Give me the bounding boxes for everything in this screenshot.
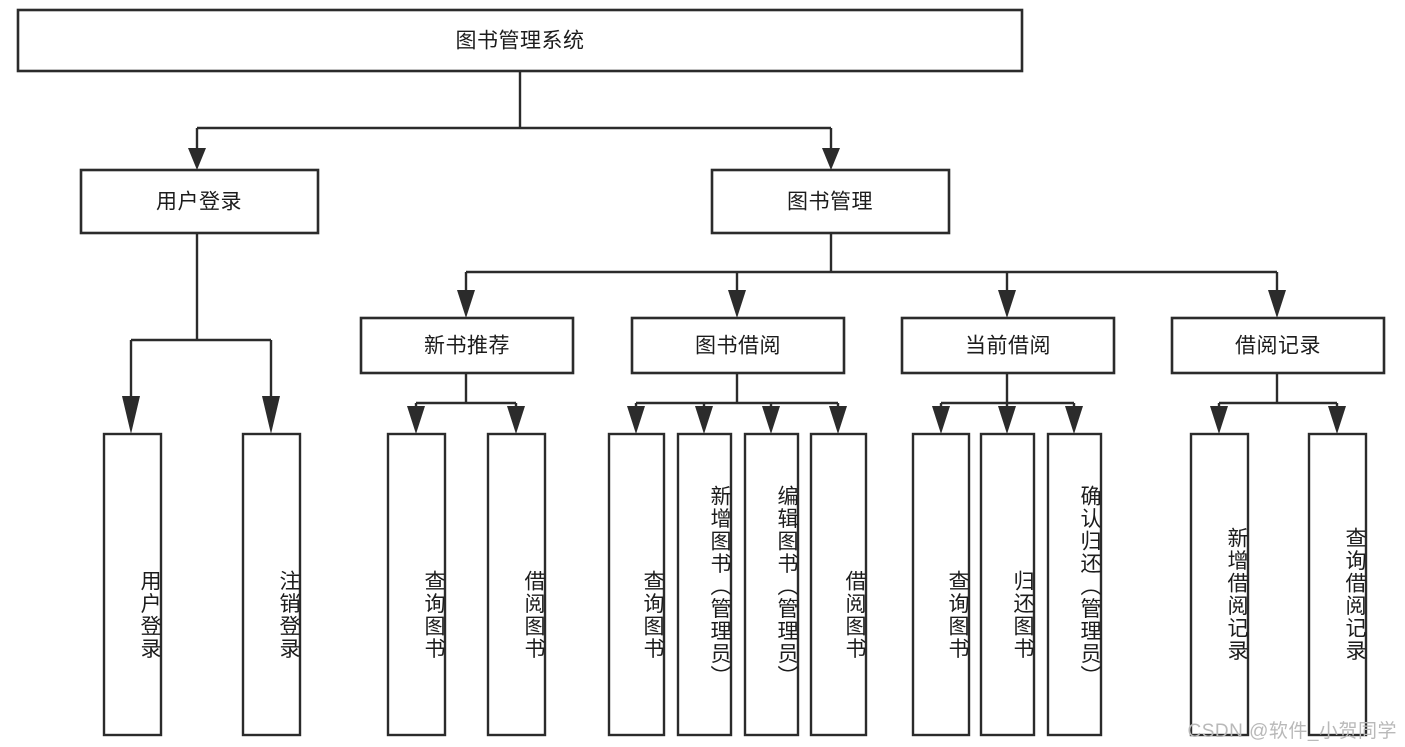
connector-group-book-borrow: [627, 373, 847, 434]
connector-group-new-book: [407, 373, 525, 434]
leaf-box-br-0[interactable]: [1189, 432, 1250, 737]
node-current-borrow-label: 当前借阅: [965, 335, 1051, 358]
node-user-login-box[interactable]: [79, 168, 320, 235]
connector-group-user-login: [122, 233, 280, 434]
arrow-head-user-login: [188, 148, 206, 170]
arrow-head-book-mgmt: [822, 148, 840, 170]
arrow-head-cb-child1: [932, 406, 950, 434]
arrow-head-cb-child3: [1065, 406, 1083, 434]
node-book-mgmt-label: 图书管理: [787, 191, 873, 214]
leaf-box-cb-2[interactable]: [1046, 432, 1103, 737]
arrow-head-ul-child2: [262, 396, 280, 434]
arrow-head-bb-child3: [762, 406, 780, 434]
node-book-borrow-box[interactable]: [630, 316, 846, 375]
arrow-head-bb-child4: [829, 406, 847, 434]
connector-group-current-borrow: [932, 373, 1083, 434]
node-new-book-recommend-box[interactable]: [359, 316, 575, 375]
arrow-head-br-child2: [1328, 406, 1346, 434]
leaf-box-ul-1[interactable]: [241, 432, 302, 737]
leaf-box-bb-3[interactable]: [809, 432, 868, 737]
node-borrow-record-label: 借阅记录: [1235, 335, 1321, 358]
csdn-watermark: CSDN @软件_小贺同学: [1187, 721, 1397, 742]
leaf-box-nb-0[interactable]: [386, 432, 447, 737]
connector-group-book-mgmt: [457, 233, 1286, 318]
leaf-box-bb-0[interactable]: [607, 432, 666, 737]
node-current-borrow-box[interactable]: [900, 316, 1116, 375]
leaf-box-cb-1[interactable]: [979, 432, 1036, 737]
node-new-book-recommend-label: 新书推荐: [424, 335, 510, 358]
leaf-box-ul-0[interactable]: [102, 432, 163, 737]
arrow-head-br-child1: [1210, 406, 1228, 434]
connector-group-borrow-record: [1210, 373, 1346, 434]
arrow-head-ul-child1: [122, 396, 140, 434]
node-root-box[interactable]: [16, 8, 1024, 73]
leaf-box-bb-2[interactable]: [743, 432, 800, 737]
node-borrow-record-box[interactable]: [1170, 316, 1386, 375]
arrow-head-cb-child2: [998, 406, 1016, 434]
connector-group-root: [188, 71, 840, 170]
arrow-head-nb-child2: [507, 406, 525, 434]
arrow-head-bm-child1: [457, 290, 475, 318]
arrow-head-bb-child1: [627, 406, 645, 434]
arrow-head-bb-child2: [695, 406, 713, 434]
leaf-box-nb-1[interactable]: [486, 432, 547, 737]
node-user-login-label: 用户登录: [156, 191, 242, 214]
arrow-head-bm-child3: [998, 290, 1016, 318]
leaf-box-bb-1[interactable]: [676, 432, 733, 737]
node-book-borrow-label: 图书借阅: [695, 335, 781, 358]
leaf-box-cb-0[interactable]: [911, 432, 971, 737]
node-root-label: 图书管理系统: [456, 30, 585, 53]
node-book-mgmt-box[interactable]: [710, 168, 951, 235]
leaf-box-br-1[interactable]: [1307, 432, 1368, 737]
arrow-head-nb-child1: [407, 406, 425, 434]
arrow-head-bm-child4: [1268, 290, 1286, 318]
arrow-head-bm-child2: [728, 290, 746, 318]
